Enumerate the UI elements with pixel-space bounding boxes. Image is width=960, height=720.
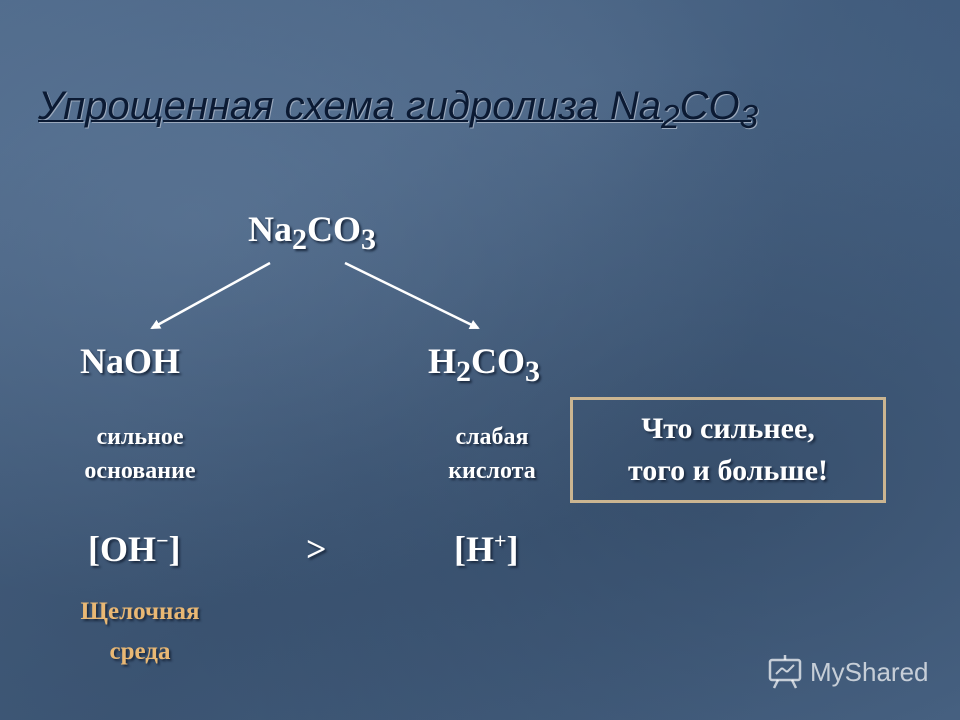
acid-sub-2: 3	[525, 355, 541, 389]
watermark-text: MyShared	[810, 656, 929, 687]
comparison-sign: >	[306, 529, 327, 569]
base-formula: NaOH	[80, 341, 181, 381]
medium-result: Щелочная среда	[40, 592, 240, 672]
callout-line-2: того и больше!	[627, 454, 829, 487]
title-subscript: 2	[661, 99, 680, 136]
hydrogen-concentration: [H+]	[454, 528, 519, 570]
acid-strength-line-1: слабая	[455, 424, 529, 450]
title-subscript-2: 3	[739, 99, 759, 136]
arrow-to-base	[150, 261, 271, 330]
hydroxide-close: ]	[168, 529, 181, 569]
acid-co: CO	[471, 341, 526, 381]
hydrogen-open: [H	[454, 529, 494, 569]
base-strength-line-2: основание	[84, 458, 196, 484]
acid-formula: H2CO3	[428, 340, 540, 389]
hydrogen-close: ]	[506, 529, 519, 569]
callout-line-1: Что сильнее,	[641, 412, 815, 445]
acid-strength-line-2: кислота	[448, 458, 536, 484]
presentation-board-icon	[768, 655, 802, 689]
medium-line-1: Щелочная	[80, 598, 200, 625]
salt-formula: Na2CO3	[248, 208, 376, 257]
title-text: Упрощенная схема гидролиза Na	[38, 84, 662, 128]
callout-box: Что сильнее, того и больше!	[570, 397, 886, 503]
slide-title: Упрощенная схема гидролиза Na2CO3	[38, 84, 758, 137]
base-strength: сильное основание	[40, 420, 240, 488]
medium-line-2: среда	[109, 638, 171, 665]
acid-h: H	[428, 341, 457, 381]
arrow-to-acid	[344, 261, 480, 330]
hydroxide-open: [OH	[88, 529, 156, 569]
title-text-2: CO	[679, 84, 740, 128]
watermark: MyShared	[766, 654, 929, 690]
base-strength-line-1: сильное	[96, 424, 184, 450]
salt-sub-1: 2	[292, 223, 307, 257]
salt-sub-2: 3	[361, 223, 376, 257]
acid-strength: слабая кислота	[392, 420, 592, 488]
acid-sub-1: 2	[456, 355, 472, 389]
hydroxide-concentration: [OH−]	[88, 528, 181, 570]
salt-co: CO	[307, 209, 361, 249]
salt-na: Na	[248, 209, 292, 249]
hydrogen-charge: +	[494, 528, 507, 553]
hydroxide-charge: −	[156, 528, 169, 553]
